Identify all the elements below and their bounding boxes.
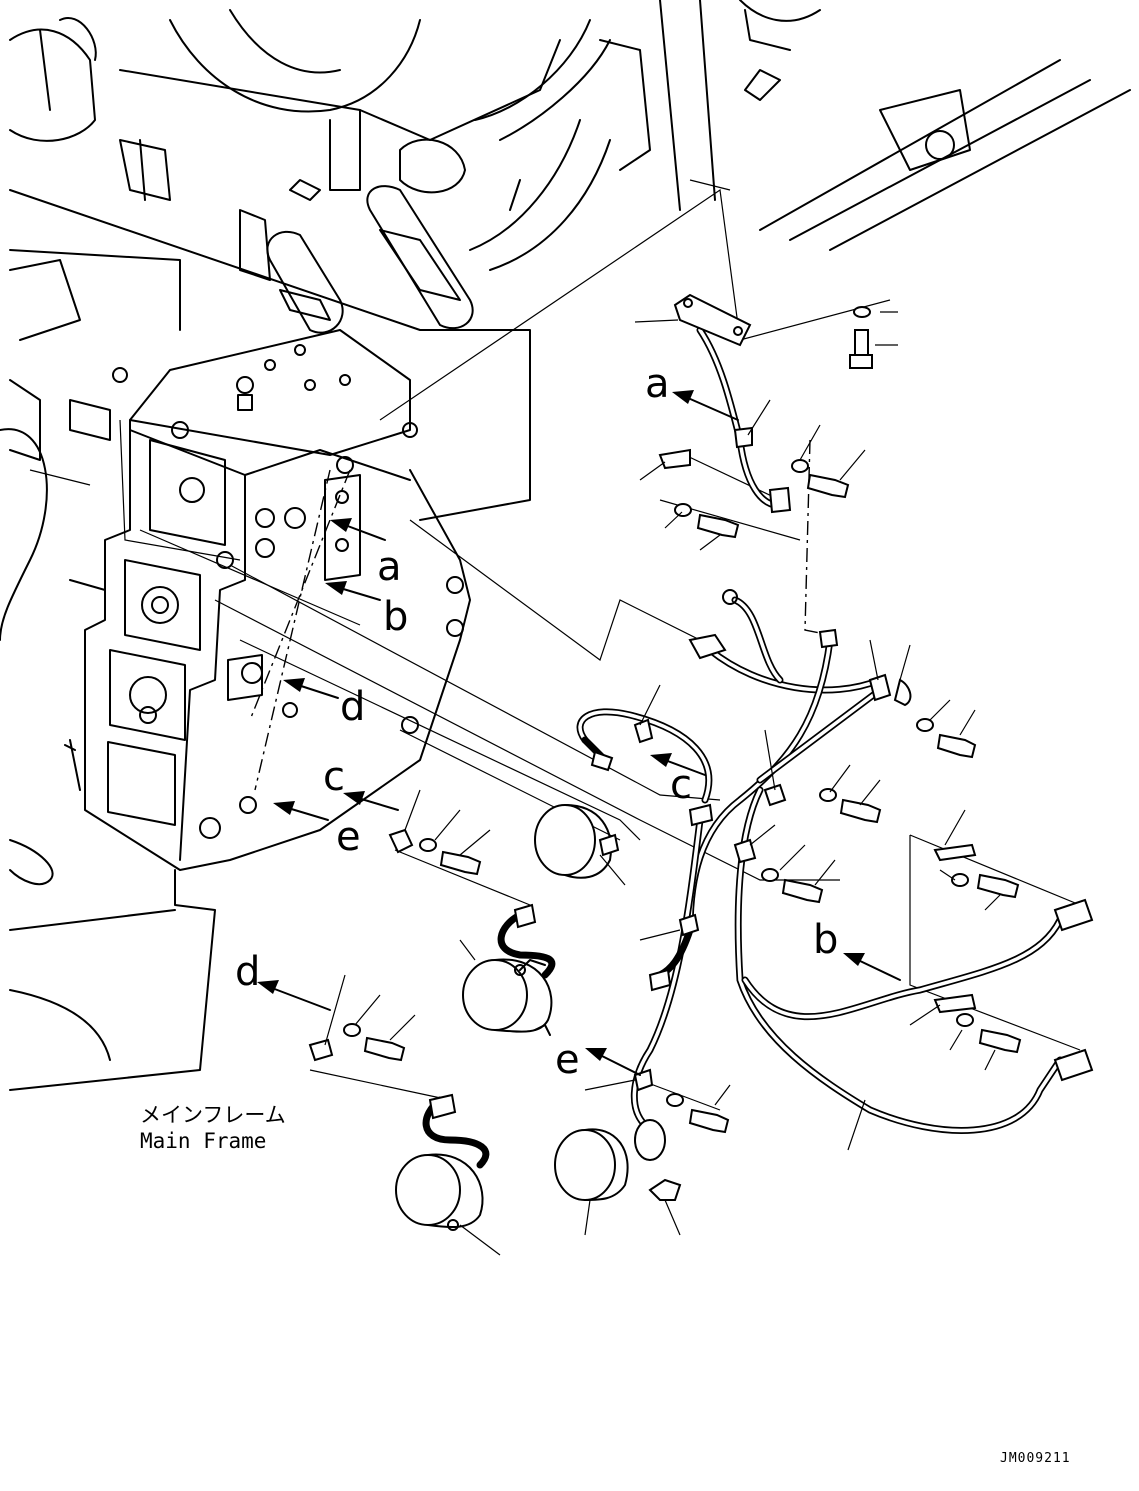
clamp-a	[658, 448, 691, 470]
callout-c-frame: c	[323, 754, 345, 800]
callout-b-harness: b	[813, 917, 838, 963]
callout-d-frame: d	[340, 684, 365, 730]
callout-e-frame: e	[336, 814, 361, 860]
main-frame-label-jp: メインフレーム	[140, 1103, 286, 1127]
wire-harness	[422, 326, 1064, 1169]
callout-c-harness: c	[670, 762, 692, 808]
main-frame-structure	[0, 0, 1131, 641]
horn-upper	[534, 804, 620, 879]
callout-arrows	[257, 390, 901, 1076]
clamps-set	[308, 426, 977, 1092]
mounting-bracket	[9, 329, 471, 1091]
alignment-lines	[249, 439, 831, 791]
drawing-code: JM009211	[1000, 1451, 1071, 1466]
connectors-set	[428, 589, 1094, 1120]
part-leaders	[324, 311, 1001, 1256]
callout-a-frame: a	[377, 544, 402, 590]
callout-d-harness: d	[235, 949, 260, 995]
callout-b-frame: b	[383, 594, 408, 640]
horn-lower-left	[395, 1153, 484, 1231]
horn-middle	[462, 958, 553, 1036]
washer-and-bolt-top	[849, 306, 873, 369]
callout-a-harness: a	[645, 361, 670, 407]
horn-lower-right	[554, 1119, 666, 1201]
callout-letters: a b d c e a c b d e	[235, 361, 838, 1083]
callout-e-harness: e	[555, 1037, 580, 1083]
main-frame-label-en: Main Frame	[140, 1129, 266, 1153]
reference-lines	[119, 179, 1081, 1111]
bolts-set	[343, 459, 1022, 1201]
harness-connector-top	[673, 293, 752, 347]
